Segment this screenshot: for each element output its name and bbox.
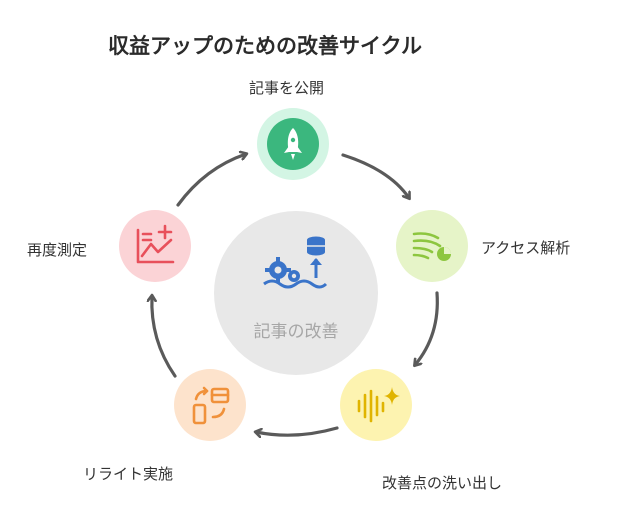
analytics-icon xyxy=(412,232,451,261)
step-publish xyxy=(257,108,329,180)
step-label-measure: 再度測定 xyxy=(27,241,88,259)
arrow-issues-to-rewrite xyxy=(256,426,339,435)
step-analysis xyxy=(396,210,468,282)
chart-plus-icon xyxy=(136,224,175,264)
step-label-issues: 改善点の洗い出し xyxy=(382,474,503,492)
step-label-analysis: アクセス解析 xyxy=(481,239,571,257)
step-issues xyxy=(340,369,412,441)
device-swap-icon xyxy=(192,386,230,425)
center-circle xyxy=(214,211,378,375)
arrow-analysis-to-issues xyxy=(415,291,439,365)
sparkle-soundwave-icon xyxy=(357,387,400,423)
step-rewrite xyxy=(174,369,246,441)
arrow-rewrite-to-measure xyxy=(152,296,177,378)
arrow-measure-to-publish xyxy=(176,154,246,207)
rocket-icon xyxy=(284,128,302,160)
center-label: 記事の改善 xyxy=(253,322,339,342)
step-label-publish: 記事を公開 xyxy=(249,79,325,97)
gear-upload-icon xyxy=(263,236,328,289)
page-title: 収益アップのための改善サイクル xyxy=(108,34,422,58)
step-label-rewrite: リライト実施 xyxy=(83,465,174,483)
cycle-arrows xyxy=(152,153,439,435)
step-measure xyxy=(119,210,191,282)
arrow-publish-to-analysis xyxy=(341,153,409,198)
